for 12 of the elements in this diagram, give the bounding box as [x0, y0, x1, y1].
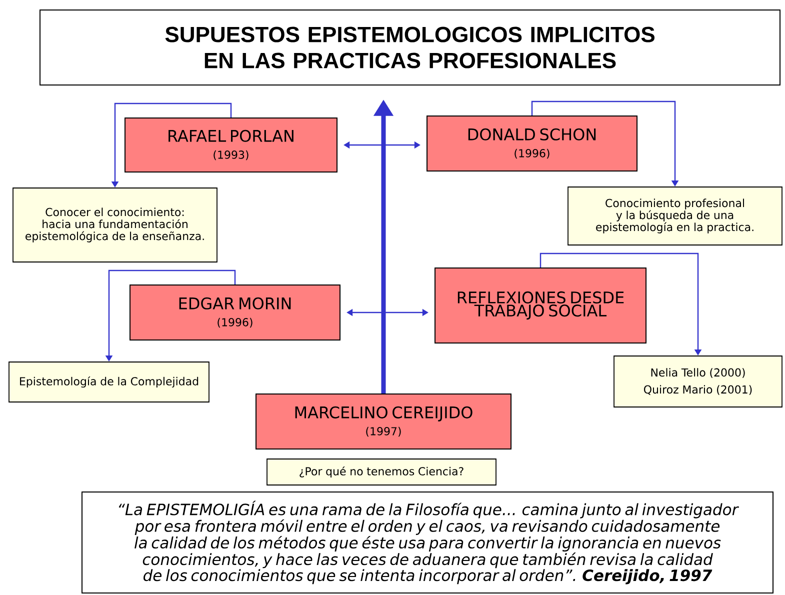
note-box: Conocimiento profesional y la búsqueda de una epistemología en la practica.: [568, 186, 782, 246]
note-box: ¿Por qué no tenemos Ciencia?: [266, 458, 496, 486]
author-box: REFLEXIONES DESDE TRABAJO SOCIAL: [434, 268, 646, 344]
note-box: Conocer el conocimiento: hacia una fundamentación epistemológica de la enseñanza.: [12, 188, 218, 262]
note-box: Epistemología de la Complejidad: [8, 362, 210, 402]
note-box: Nelia Tello (2000) Quiroz Mario (2001): [614, 356, 782, 408]
author-box: RAFAEL PORLAN (1993): [124, 118, 338, 172]
title-box: SUPUESTOS EPISTEMOLOGICOS IMPLICITOS EN LAS PRACTICAS PROFESIONALES: [40, 10, 780, 86]
author-box: EDGAR MORIN (1996): [130, 284, 340, 340]
author-box: DONALD SCHON (1996): [426, 116, 638, 172]
quote-box: “La EPISTEMOLIGÍA es una rama de la Filosofía que... camina junto al investigador por esa frontera móvil entre el orden y el caos, va revisando cuidadosamente la calidad de los métodos que éste usa para convertir la ignorancia en nuevos conocimientos, y hace las veces de aduanera que también revisa la calidad de los conocimientos que se intenta incorporar al orden”. Cereijido, 1997: [82, 492, 774, 594]
author-box: MARCELINO CEREIJIDO (1997): [256, 394, 512, 450]
